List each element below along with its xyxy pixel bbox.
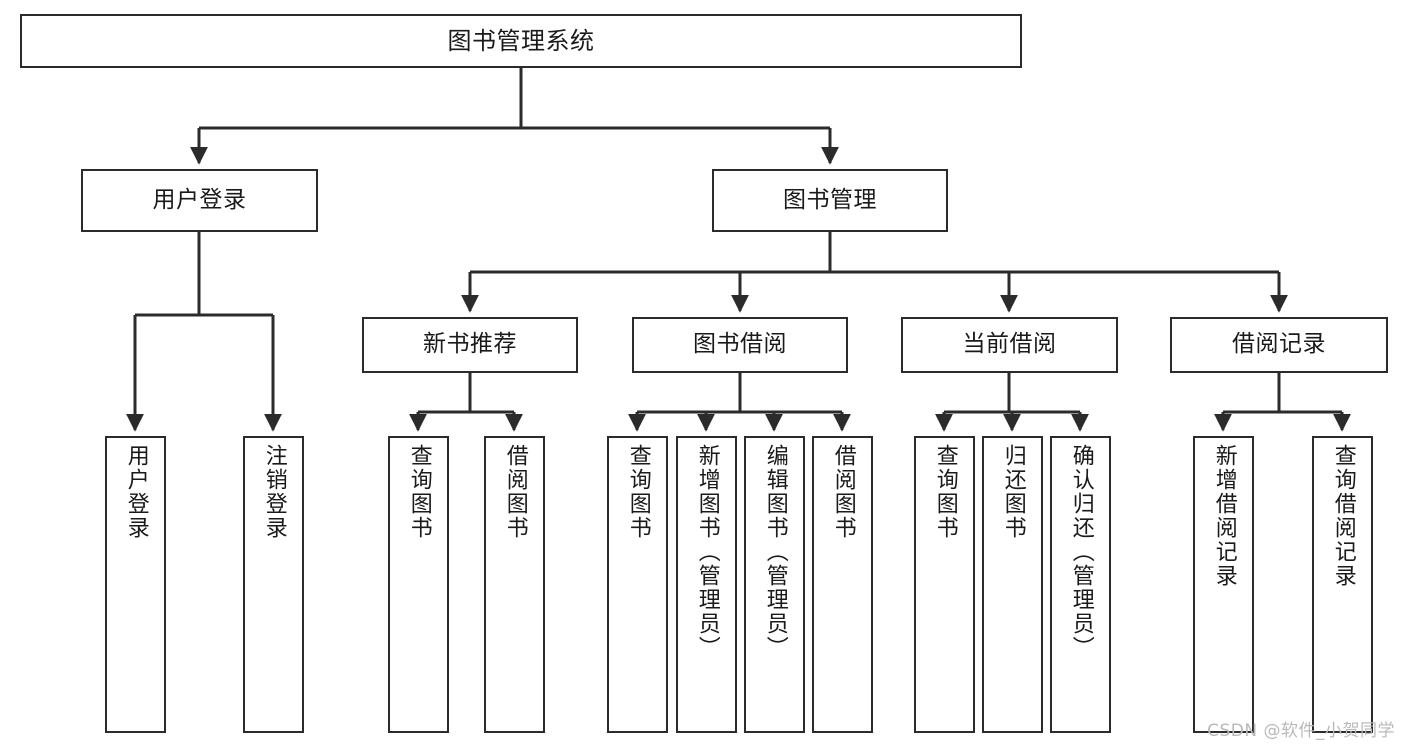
node-label: 新增图书（管理员） xyxy=(694,444,720,660)
leaf-borrow-borrow-book[interactable]: 借阅图书 xyxy=(812,436,873,733)
leaf-borrow-query-book[interactable]: 查询图书 xyxy=(607,436,668,733)
node-label: 用户登录 xyxy=(123,444,149,540)
leaf-current-query-book[interactable]: 查询图书 xyxy=(914,436,975,733)
node-current-borrow[interactable]: 当前借阅 xyxy=(901,317,1118,373)
node-label: 查询图书 xyxy=(625,444,651,540)
node-label: 图书借阅 xyxy=(693,331,787,358)
node-borrow-record[interactable]: 借阅记录 xyxy=(1170,317,1388,373)
leaf-user-logout[interactable]: 注销登录 xyxy=(243,436,304,733)
leaf-borrow-edit-book-admin[interactable]: 编辑图书（管理员） xyxy=(744,436,805,733)
node-label: 归还图书 xyxy=(1000,444,1026,540)
leaf-record-add-record[interactable]: 新增借阅记录 xyxy=(1193,436,1254,733)
node-book-borrow[interactable]: 图书借阅 xyxy=(632,317,848,373)
node-label: 借阅图书 xyxy=(830,444,856,540)
node-new-book-recommend[interactable]: 新书推荐 xyxy=(362,317,578,373)
csdn-watermark: CSDN @软件_小贺同学 xyxy=(1207,721,1395,741)
node-label: 图书管理系统 xyxy=(447,26,595,55)
node-label: 借阅图书 xyxy=(502,444,528,540)
node-label: 当前借阅 xyxy=(962,331,1057,358)
node-book-management[interactable]: 图书管理 xyxy=(712,169,948,232)
node-label: 新书推荐 xyxy=(423,331,517,358)
node-label: 确认归还（管理员） xyxy=(1068,444,1094,660)
node-label: 编辑图书（管理员） xyxy=(762,444,788,660)
leaf-newbook-borrow-book[interactable]: 借阅图书 xyxy=(484,436,545,733)
node-label: 查询图书 xyxy=(932,444,958,540)
node-label: 查询借阅记录 xyxy=(1330,444,1356,588)
leaf-user-login[interactable]: 用户登录 xyxy=(105,436,166,733)
node-label: 用户登录 xyxy=(152,186,247,213)
node-label: 图书管理 xyxy=(783,186,877,213)
node-label: 借阅记录 xyxy=(1232,331,1326,358)
node-user-login[interactable]: 用户登录 xyxy=(81,169,318,232)
leaf-borrow-add-book-admin[interactable]: 新增图书（管理员） xyxy=(676,436,737,733)
leaf-current-return-book[interactable]: 归还图书 xyxy=(982,436,1043,733)
node-label: 注销登录 xyxy=(261,444,287,540)
node-label: 查询图书 xyxy=(406,444,432,540)
node-root-system[interactable]: 图书管理系统 xyxy=(20,14,1022,68)
leaf-record-query-record[interactable]: 查询借阅记录 xyxy=(1312,436,1373,733)
leaf-newbook-query-book[interactable]: 查询图书 xyxy=(388,436,449,733)
leaf-current-confirm-return-admin[interactable]: 确认归还（管理员） xyxy=(1050,436,1111,733)
node-label: 新增借阅记录 xyxy=(1211,444,1237,588)
